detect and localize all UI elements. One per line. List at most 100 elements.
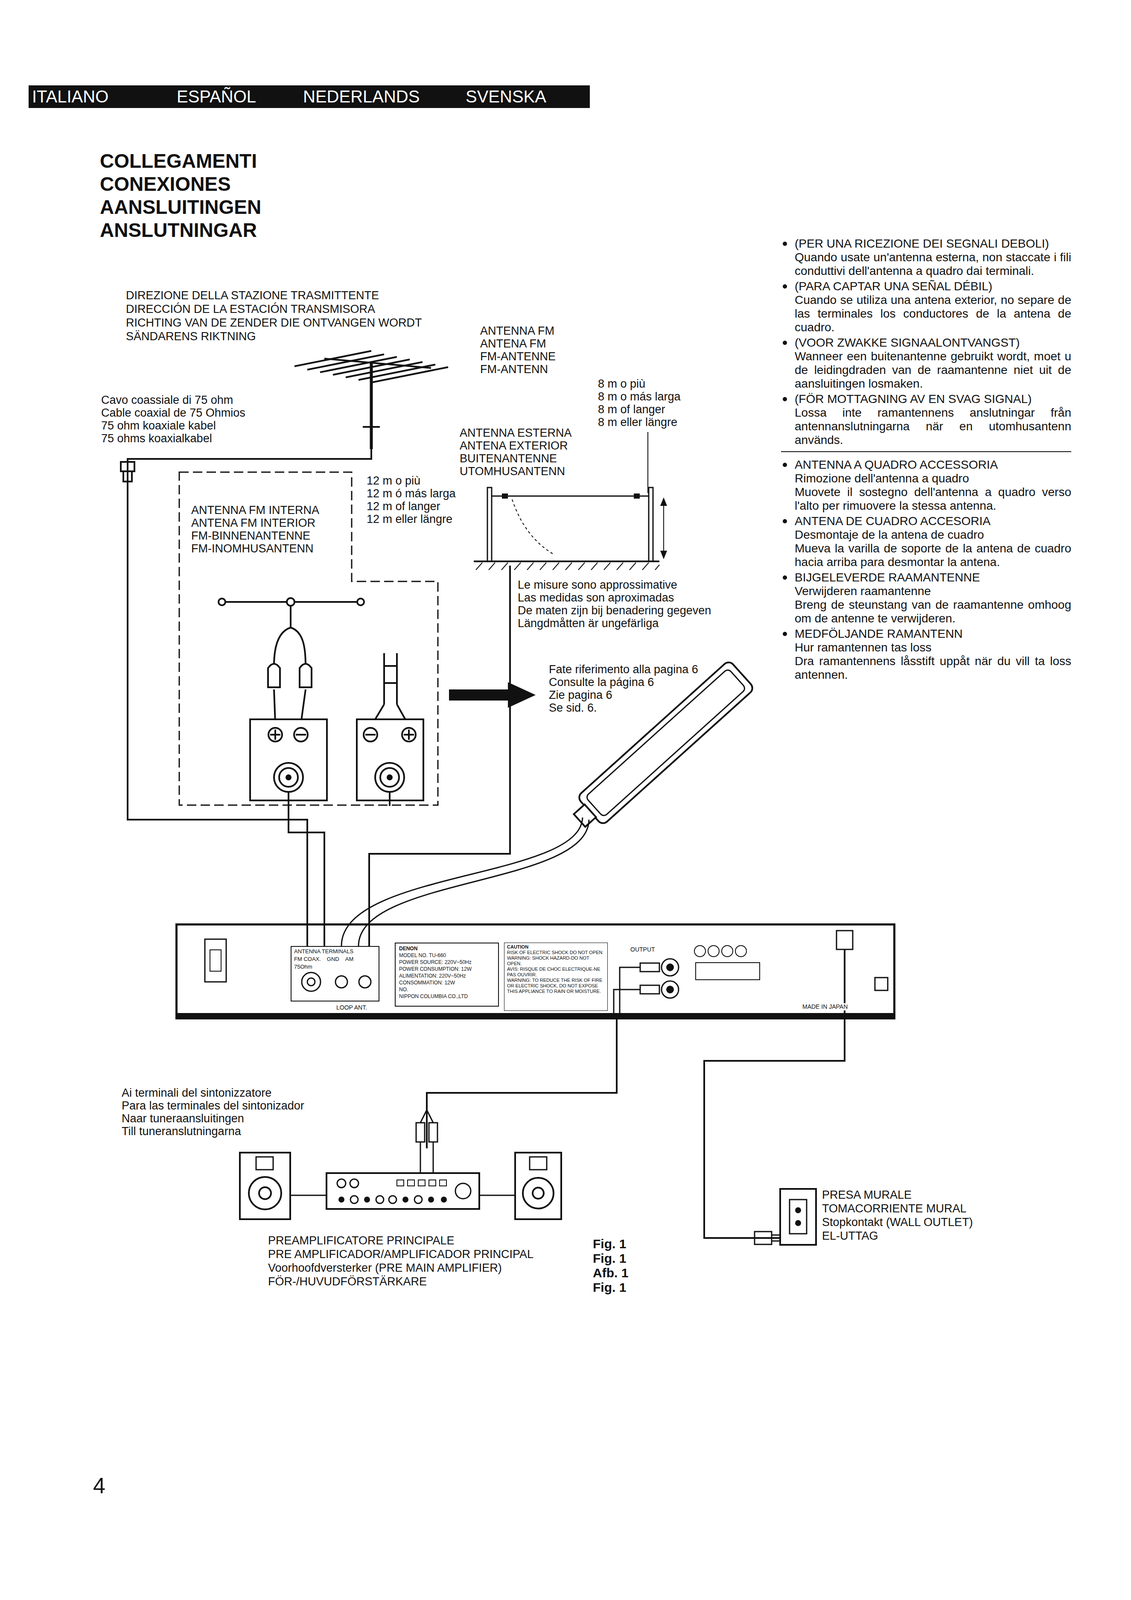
node-text: WARNING: TO REDUCE THE RISK OF FIRE OR E… xyxy=(506,977,606,994)
node-text: POWER SOURCE: 220V~50Hz xyxy=(398,958,473,966)
annotation: 8 m eller längre xyxy=(596,415,679,429)
wall-outlet-and-plug xyxy=(754,1188,817,1245)
twin-lead-feeder-part xyxy=(402,727,416,742)
node-text: LOOP ANT. xyxy=(335,1003,368,1012)
node-text: EL-UTTAG xyxy=(821,1228,880,1243)
preamp-and-speakers-part xyxy=(339,1197,344,1202)
node-text: FM-ANTENN xyxy=(479,362,549,376)
twin-lead-feeder-part xyxy=(388,791,391,806)
outdoor-antenna-poles-part xyxy=(512,499,555,555)
outdoor-antenna-poles-part xyxy=(660,550,668,560)
annotation: Para las terminales del sintonizador xyxy=(120,1098,306,1112)
annotation: 4 xyxy=(91,1472,107,1499)
note-block: ANTENNA A QUADRO ACCESSORIARimozione del… xyxy=(781,457,1072,513)
tuner-panel-details-part xyxy=(667,986,674,993)
note-heading: ANTENA DE CUADRO ACCESORIA xyxy=(794,514,1072,528)
node-text: GND xyxy=(326,955,341,963)
preamp-and-speakers-part xyxy=(326,1172,480,1209)
bullet xyxy=(782,396,788,402)
wall-outlet-and-plug-part xyxy=(771,1234,780,1236)
preamp-and-speakers-part xyxy=(522,1177,554,1209)
outdoor-antenna-poles-part xyxy=(491,495,649,497)
annotation: Fig. 1 xyxy=(591,1279,628,1295)
note-heading: (PARA CAPTAR UNA SEÑAL DÉBIL) xyxy=(794,279,1072,294)
outdoor-antenna-poles-part xyxy=(473,560,660,563)
annotation: RICHTING VAN DE ZENDER DIE ONTVANGEN WOR… xyxy=(124,315,424,330)
tuner-panel-details-part xyxy=(204,938,227,982)
annotation: DIRECCIÓN DE LA ESTACIÓN TRANSMISORA xyxy=(124,302,377,316)
tuner-panel-details-part xyxy=(708,945,720,957)
annotation: 75 ohm koaxiale kabel xyxy=(99,419,218,432)
page-title: COLLEGAMENTI CONEXIONES AANSLUITINGEN AN… xyxy=(99,149,262,242)
tuner-panel-details-part xyxy=(695,962,760,980)
annotation: Längdmåtten är ungefärliga xyxy=(516,616,660,630)
note-block: ANTENA DE CUADRO ACCESORIADesmontaje de … xyxy=(781,514,1072,569)
preamp-and-speakers-part xyxy=(414,1195,423,1204)
twin-lead-feeder-part xyxy=(375,762,405,792)
annotation: Se sid. 6. xyxy=(547,701,599,715)
tuner-panel-details-part xyxy=(358,975,371,988)
language-tab: SVENSKA xyxy=(464,86,548,107)
preamp-and-speakers-part xyxy=(419,1141,422,1173)
note-text: Cuando se utiliza una antena exterior, n… xyxy=(794,293,1072,335)
node-text: ANTENNA FM INTERNA xyxy=(190,503,321,517)
node-text: Voorhoofdversterker (PRE MAIN AMPLIFIER) xyxy=(267,1260,503,1275)
node-text: PRESA MURALE xyxy=(821,1187,913,1202)
note-text: Desmontaje de la antena de cuadro xyxy=(794,527,1072,542)
language-tab: ESPAÑOL xyxy=(175,86,258,107)
node-text: PREAMPLIFICATORE PRINCIPALE xyxy=(267,1233,456,1248)
preamp-and-speakers xyxy=(239,1109,562,1219)
note-block: (FÖR MOTTAGNING AV EN SVAG SIGNAL)Lossa … xyxy=(781,392,1072,447)
node-text: Stopkontakt (WALL OUTLET) xyxy=(821,1215,974,1229)
outdoor-antenna-poles-part xyxy=(475,562,660,570)
tuner-panel-details-part xyxy=(661,958,679,976)
annotation: Cavo coassiale di 75 ohm xyxy=(99,393,235,407)
annotation: Fate riferimento alla pagina 6 xyxy=(547,662,700,676)
annotation: Afb. 1 xyxy=(591,1265,630,1280)
yagi-antenna-part xyxy=(370,362,374,449)
outdoor-antenna-poles-part xyxy=(633,493,640,499)
indoor-dipole-part xyxy=(357,598,365,606)
annotation: SÄNDARENS RIKTNING xyxy=(124,329,258,344)
node-text: CONSOMMATION: 12W xyxy=(398,979,456,986)
node-text: DENON xyxy=(398,944,419,952)
bullet xyxy=(782,462,788,467)
node-text: MODEL NO. TU-660 xyxy=(398,951,447,959)
note-heading: (FÖR MOTTAGNING AV EN SVAG SIGNAL) xyxy=(794,392,1072,406)
preamp-and-speakers-part xyxy=(407,1179,415,1186)
preamp-and-speakers-part xyxy=(376,1195,384,1204)
bullet xyxy=(782,241,788,246)
indoor-dipole-part xyxy=(218,598,226,606)
tuner-panel-details-part xyxy=(209,949,222,971)
tuner-panel-details-part xyxy=(667,964,674,971)
tuner-panel-details-part xyxy=(301,972,321,992)
indoor-dipole xyxy=(218,597,365,806)
annotation: 8 m o más larga xyxy=(596,390,683,403)
annotation: Le misure sono approssimative xyxy=(516,578,679,592)
tuner-panel-details-part xyxy=(335,975,348,988)
note-block: (VOOR ZWAKKE SIGNAALONTVANGST)Wanneer ee… xyxy=(781,335,1072,391)
note-text: Muovete il sostegno dell'antenna a quadr… xyxy=(794,485,1072,513)
antenna-terminal-plate: ANTENNA TERMINALSFM COAX.GNDAM75Ohm xyxy=(290,945,380,1002)
language-tab: ITALIANO xyxy=(30,86,110,107)
tuner-panel-details-part xyxy=(721,945,733,957)
note-block: MEDFÖLJANDE RAMANTENNHur ramantennen tas… xyxy=(781,626,1072,682)
bullet xyxy=(782,631,788,636)
outdoor-antenna-poles-part xyxy=(660,497,668,506)
preamp-and-speakers-part xyxy=(455,1183,471,1199)
node-text: ANTENA EXTERIOR xyxy=(458,439,569,452)
annotation: De maten zijn bij benadering gegeven xyxy=(516,603,713,617)
bullet xyxy=(782,340,788,345)
node-text: FM COAX. xyxy=(293,955,322,963)
note-text: Verwijderen raamantenne xyxy=(794,584,1072,598)
cable xyxy=(426,1014,617,1149)
annotation: Ai terminali del sintonizzatore xyxy=(120,1086,273,1099)
preamp-and-speakers-part xyxy=(396,1179,404,1186)
loop-antenna-part-part xyxy=(573,804,596,827)
annotation: 12 m eller längre xyxy=(365,512,454,526)
node-text: FM-INOMHUSANTENN xyxy=(190,542,315,555)
node-text: ANTENA FM INTERIOR xyxy=(190,516,317,530)
node-text: MADE IN JAPAN xyxy=(801,1002,849,1011)
header-bar xyxy=(28,85,590,108)
tuner-panel-details-part xyxy=(661,980,679,998)
